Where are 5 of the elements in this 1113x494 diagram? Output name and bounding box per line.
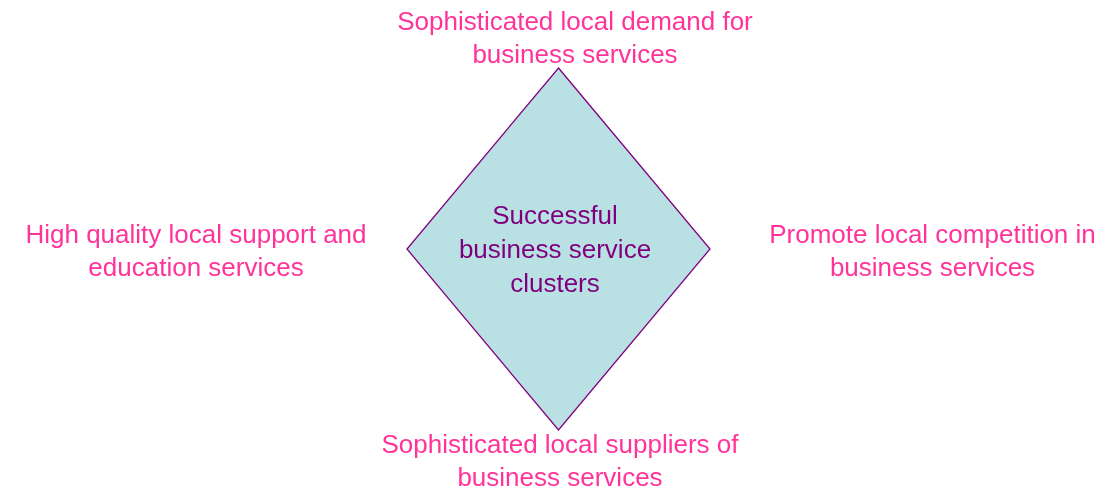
diamond-label: Successful business service clusters	[457, 199, 653, 300]
factor-label: Sophisticated local demand for business services	[396, 5, 754, 71]
factor-label: High quality local support and education services	[24, 218, 368, 284]
factor-label: Promote local competition in business services	[768, 218, 1097, 284]
factor-label: Sophisticated local suppliers of business services	[380, 428, 740, 494]
